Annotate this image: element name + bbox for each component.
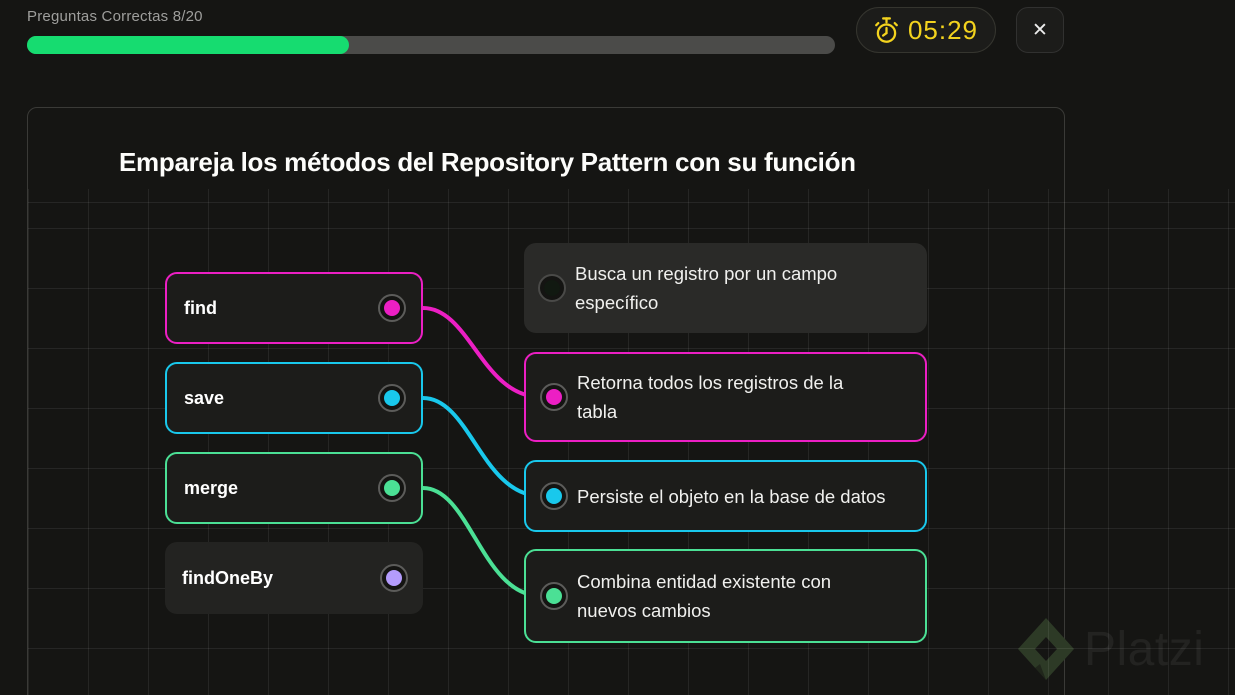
method-label: save <box>184 387 225 408</box>
connector-port-persiste[interactable] <box>540 482 568 510</box>
definition-item-combina[interactable]: Combina entidad existente con nuevos cam… <box>524 549 927 643</box>
connector-port-save[interactable] <box>378 384 406 412</box>
connector-port-findoneby[interactable] <box>380 564 408 592</box>
definition-item-retorna[interactable]: Retorna todos los registros de la tabla <box>524 352 927 442</box>
method-label: merge <box>184 477 239 498</box>
definition-item-persiste[interactable]: Persiste el objeto en la base de datos <box>524 460 927 532</box>
definition-text: Persiste el objeto en la base de datos <box>577 485 886 507</box>
connector-port-find[interactable] <box>378 294 406 322</box>
connector-port-retorna[interactable] <box>540 383 568 411</box>
connector-port-busca[interactable] <box>538 274 566 302</box>
definition-text: Retorna todos los registros de la tabla <box>577 372 844 422</box>
timer-pill: 05:29 <box>856 7 996 53</box>
connector-port-combina[interactable] <box>540 582 568 610</box>
definition-text: Combina entidad existente con nuevos cam… <box>577 571 832 621</box>
progress-bar-fill <box>27 36 349 54</box>
platzi-watermark-text: Platzi <box>1084 623 1205 676</box>
progress-bar <box>27 36 835 54</box>
stopwatch-icon <box>875 16 898 43</box>
method-label: findOneBy <box>182 567 274 588</box>
definition-item-busca[interactable]: Busca un registro por un campo específic… <box>524 243 927 333</box>
progress-label: Preguntas Correctas 8/20 <box>27 8 203 25</box>
method-item-findoneby[interactable]: findOneBy <box>165 542 423 614</box>
method-item-find[interactable]: find <box>165 272 423 344</box>
question-title: Empareja los métodos del Repository Patt… <box>119 147 856 177</box>
method-label: find <box>184 297 217 318</box>
platzi-logo-icon <box>1016 616 1076 687</box>
definition-text: Busca un registro por un campo específic… <box>575 263 838 313</box>
close-button[interactable]: ✕ <box>1016 7 1064 53</box>
method-item-save[interactable]: save <box>165 362 423 434</box>
question-card <box>27 107 1065 695</box>
timer-value: 05:29 <box>907 14 979 45</box>
connector-port-merge[interactable] <box>378 474 406 502</box>
method-item-merge[interactable]: merge <box>165 452 423 524</box>
